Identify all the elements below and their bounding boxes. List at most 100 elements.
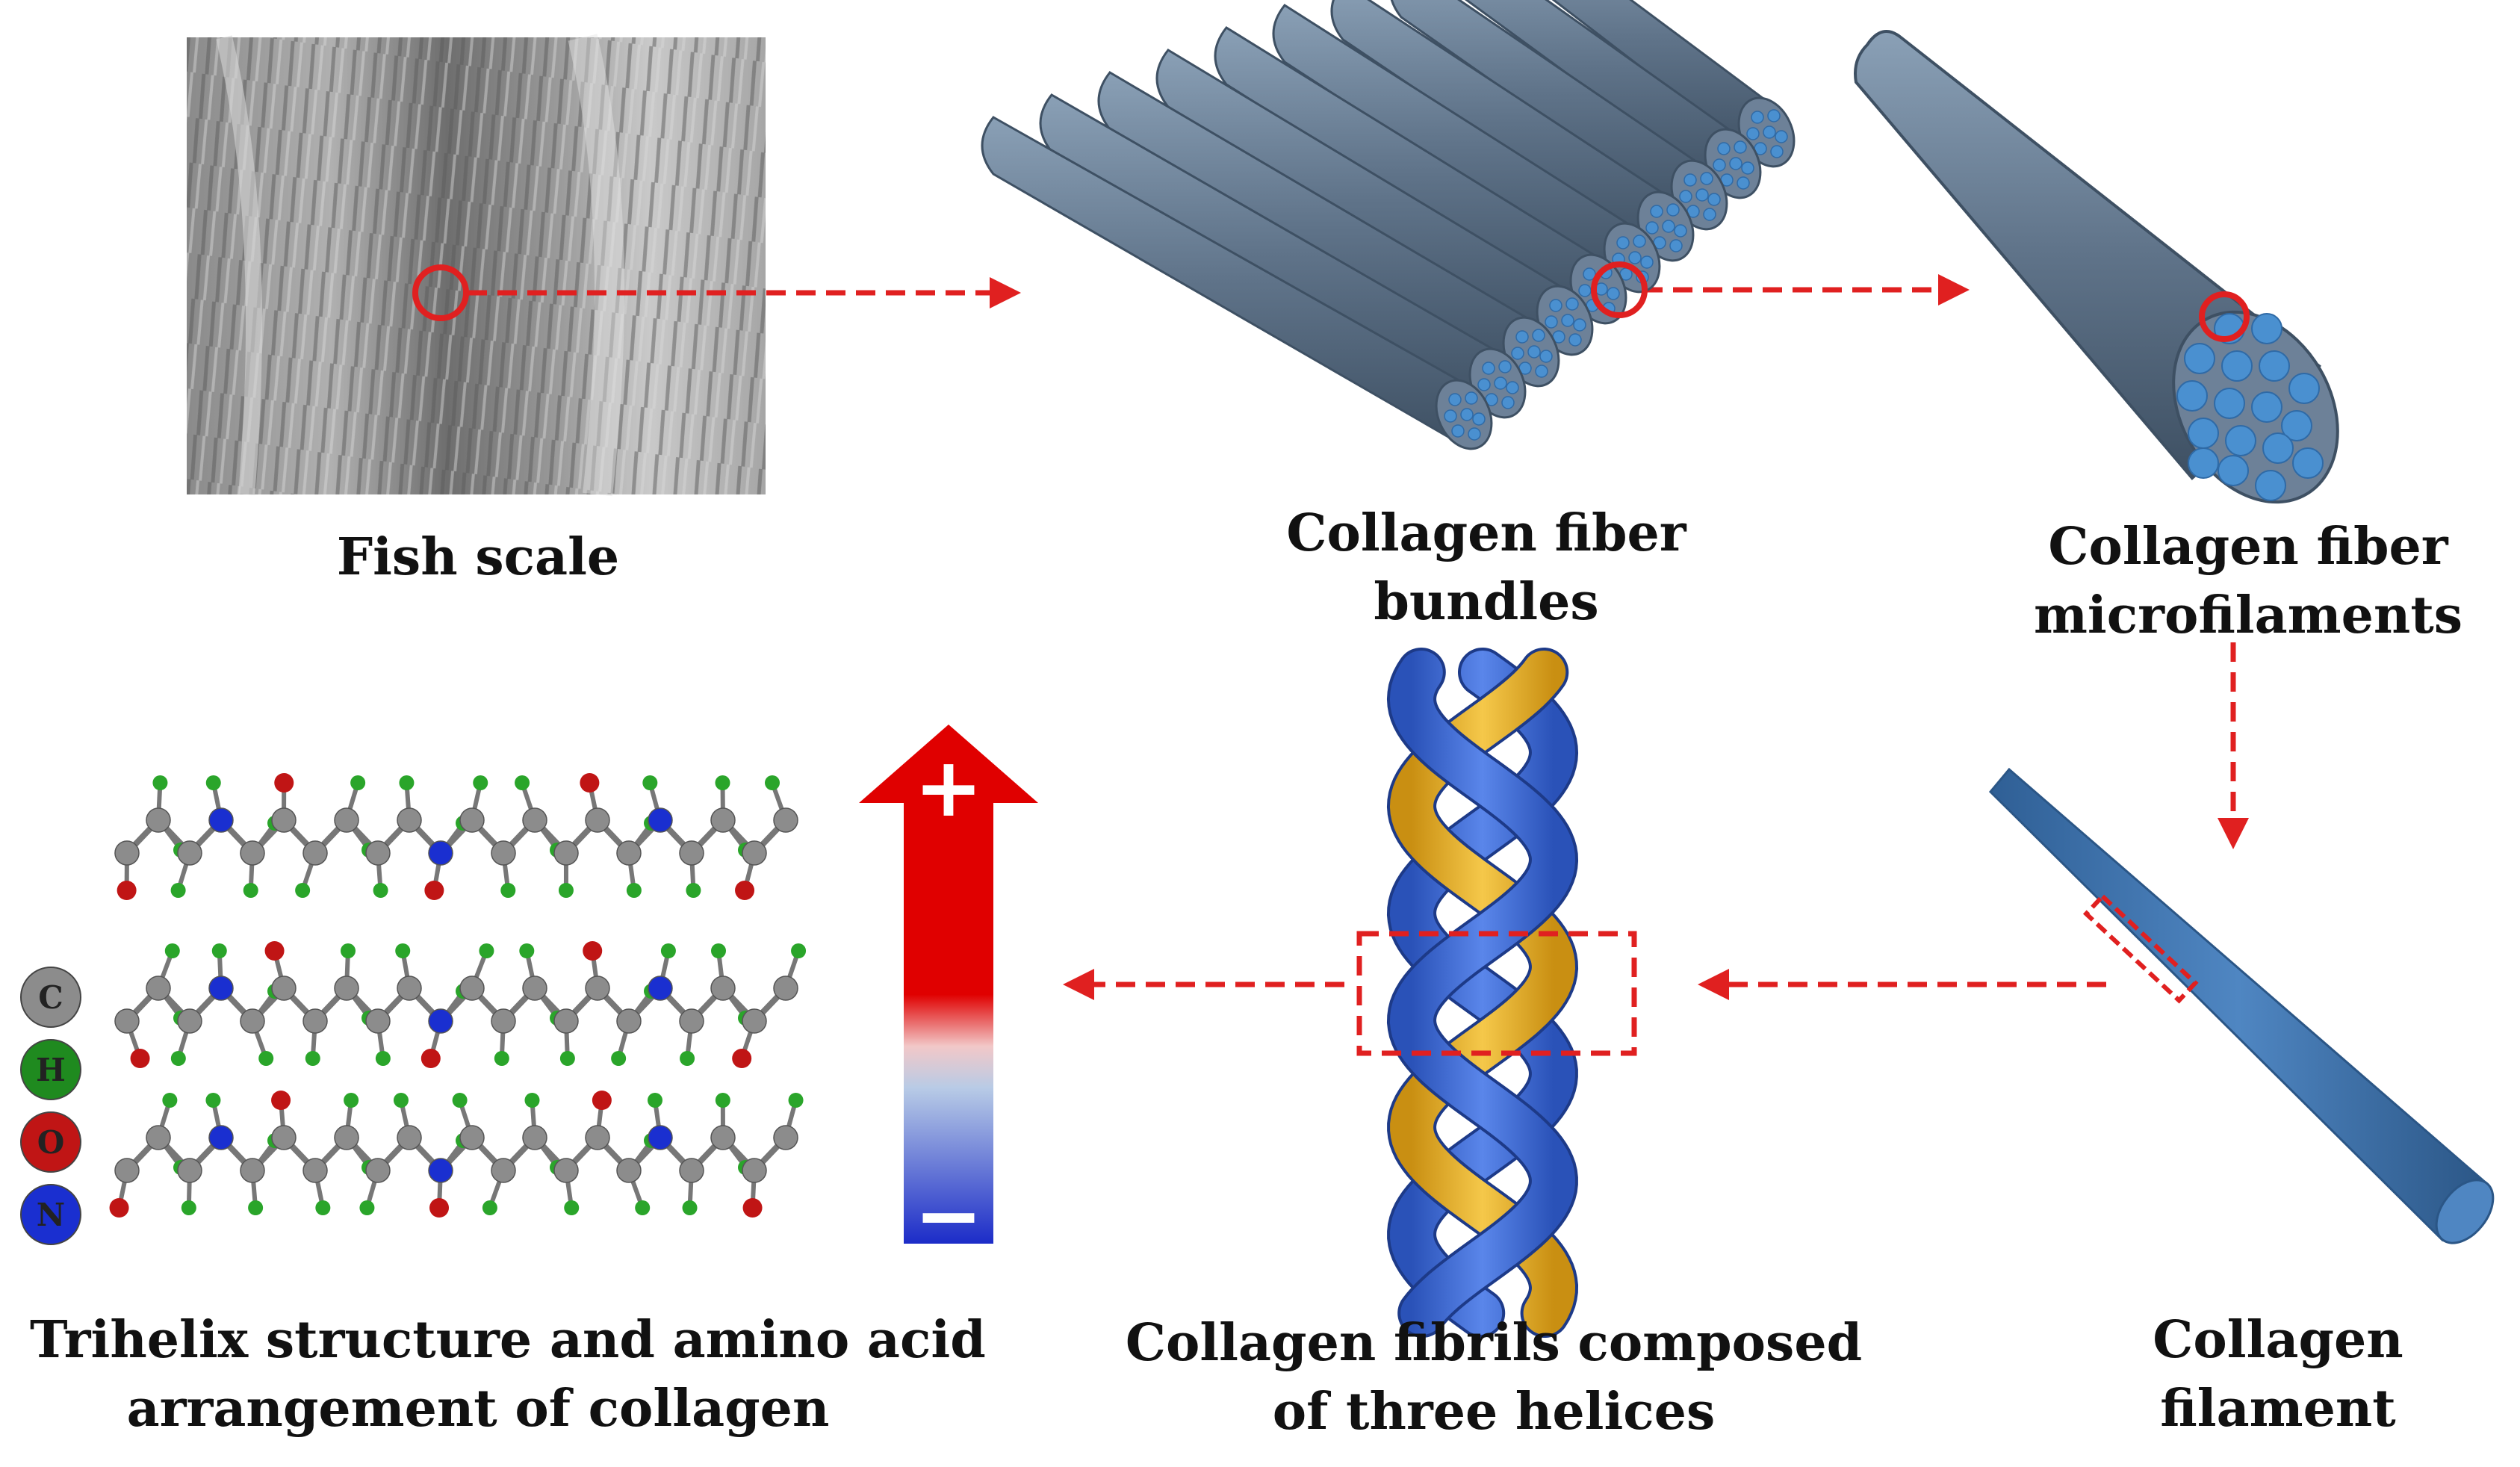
microfibril-dot — [2255, 470, 2286, 501]
atom — [583, 941, 603, 961]
atom — [344, 1093, 359, 1108]
atom — [660, 943, 676, 958]
caption-fiber-microfilaments: Collagen fiber microfilaments — [2033, 517, 2463, 645]
sem-image — [187, 34, 766, 497]
atom — [765, 775, 780, 790]
atom — [648, 1125, 673, 1150]
atom — [399, 775, 415, 790]
atom — [170, 1051, 186, 1066]
atom — [424, 881, 444, 900]
legend-item-o: O — [20, 1111, 81, 1173]
atom — [522, 1125, 547, 1150]
atom — [315, 1200, 331, 1215]
bundle-highlight-circle — [1591, 261, 1648, 318]
atom — [373, 883, 388, 898]
atom — [208, 1125, 234, 1150]
flow-arrows — [468, 274, 2249, 1000]
atom — [365, 840, 391, 866]
atom — [715, 775, 730, 790]
atom — [515, 775, 530, 790]
atom — [524, 1093, 540, 1108]
atom — [302, 840, 328, 866]
atom — [710, 807, 736, 833]
collagen-filament-illustration — [1988, 767, 2495, 1244]
atom — [742, 1198, 763, 1218]
atom — [711, 943, 727, 958]
atom — [130, 1049, 150, 1068]
legend-atom-ball — [20, 1111, 81, 1173]
caption-collagen-filament: Collagen filament — [2153, 1310, 2403, 1439]
atom — [181, 1200, 196, 1215]
legend-atom-ball — [20, 967, 81, 1028]
sem-highlight-circle — [412, 264, 469, 321]
caption-trihelix-structure: Trihelix structure and amino acid arrang… — [30, 1310, 986, 1439]
fiber-rod — [981, 116, 1493, 450]
caption-collagen-fibrils: Collagen fibrils composed of three helic… — [1125, 1313, 1863, 1442]
atom — [274, 773, 294, 793]
atom — [559, 1051, 575, 1066]
atom — [365, 1008, 391, 1034]
atom — [611, 1051, 627, 1066]
atom — [109, 1198, 129, 1218]
microfibril-dot — [2184, 343, 2215, 374]
atom — [553, 840, 579, 866]
microfibril-dot — [2281, 410, 2312, 441]
microfibril-dot — [2188, 447, 2219, 479]
atom — [208, 976, 234, 1001]
atom — [648, 976, 673, 1001]
atom — [271, 807, 297, 833]
atom — [152, 775, 168, 790]
filament-highlight-box — [2082, 893, 2199, 1004]
legend-atom-label: C — [38, 979, 63, 1016]
atom — [592, 1091, 612, 1110]
atom — [258, 1051, 274, 1066]
atom — [240, 840, 265, 866]
atom — [271, 976, 297, 1001]
atom — [564, 1200, 580, 1215]
atom — [208, 807, 234, 833]
atom — [428, 1158, 453, 1183]
microfibril-dot — [2218, 455, 2249, 486]
atom — [240, 1008, 265, 1034]
legend-atom-label: N — [37, 1197, 65, 1233]
atom — [205, 775, 221, 790]
legend-item-h: H — [20, 1039, 81, 1100]
atom — [519, 943, 535, 958]
atom — [395, 943, 411, 958]
atom — [146, 807, 171, 833]
atom — [553, 1158, 579, 1183]
legend-atom-ball — [20, 1039, 81, 1100]
atom — [164, 943, 180, 958]
atom — [393, 1093, 409, 1108]
atom — [114, 1158, 140, 1183]
atom — [710, 976, 736, 1001]
legend-item-n: N — [20, 1184, 81, 1245]
atom — [491, 840, 516, 866]
microfibril-dot — [2259, 350, 2290, 382]
atom — [162, 1093, 178, 1108]
microfibril-dot — [2262, 432, 2294, 464]
microfibril-dot — [2251, 391, 2282, 423]
atom — [491, 1008, 516, 1034]
atom — [341, 943, 356, 958]
atom — [452, 1093, 468, 1108]
atom — [479, 943, 494, 958]
atom — [773, 807, 798, 833]
atom — [243, 883, 258, 898]
helix-strand-gold — [1389, 651, 1576, 1335]
atom — [428, 1008, 453, 1034]
helix-strand-blue-1 — [1389, 651, 1576, 1335]
atom — [114, 1008, 140, 1034]
atom — [585, 1125, 610, 1150]
atom — [500, 883, 516, 898]
atom — [791, 943, 807, 958]
atom — [482, 1200, 497, 1215]
amino-acid-molecules — [109, 773, 807, 1218]
microfibril-dot — [2176, 380, 2208, 412]
legend-item-c: C — [20, 967, 81, 1028]
microfilament-highlight-circle — [2199, 291, 2250, 342]
atom — [494, 1051, 509, 1066]
atom — [177, 1158, 202, 1183]
